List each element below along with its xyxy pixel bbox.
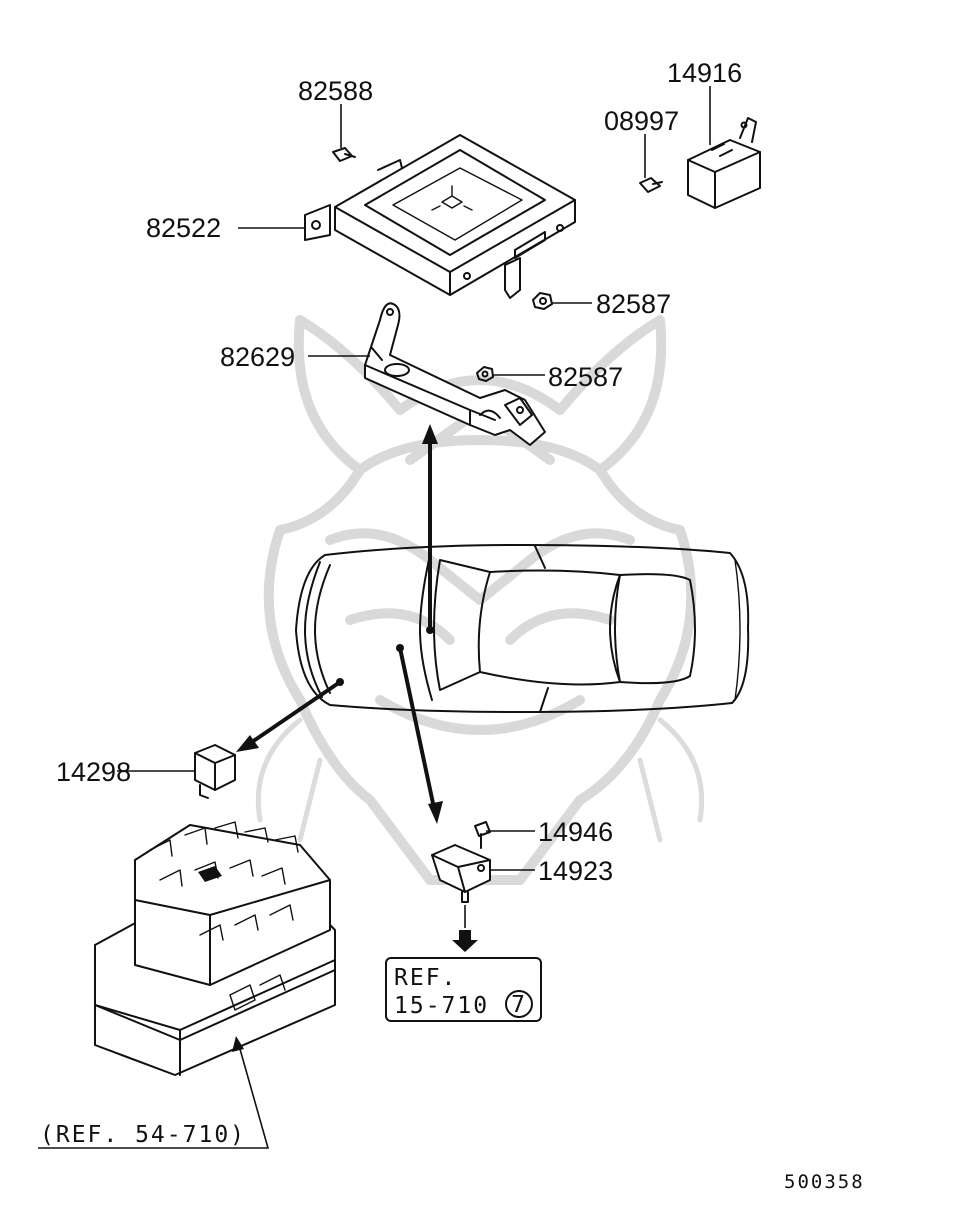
ref-box-circled-number: 7: [511, 992, 527, 1018]
indicator-arrows: [236, 424, 443, 824]
down-arrow-icon: [452, 930, 478, 952]
sensor-14923: [431, 844, 491, 928]
label-82588: 82588: [298, 76, 373, 106]
label-14946: 14946: [538, 817, 613, 847]
ref-box-line1: REF.: [394, 965, 457, 991]
leader-lines: [117, 86, 711, 871]
label-82522: 82522: [146, 213, 221, 243]
fuse-box: [94, 821, 336, 1076]
relay-14298: [194, 744, 236, 799]
label-14923: 14923: [538, 856, 613, 886]
label-08997: 08997: [604, 106, 679, 136]
fusebox-ref-label: (REF. 54-710): [40, 1122, 246, 1148]
label-82587-upper: 82587: [596, 289, 671, 319]
car-outline: [295, 544, 750, 713]
label-82587-lower: 82587: [548, 362, 623, 392]
ref-box-line2: 15-710: [394, 993, 489, 1019]
screw-08997-icon: [639, 177, 663, 193]
nut-82587-lower-icon: [476, 366, 494, 382]
label-14298: 14298: [56, 757, 131, 787]
label-82629: 82629: [220, 342, 295, 372]
screw-82588-icon: [332, 147, 356, 162]
ecu-unit: [304, 134, 576, 299]
label-14916: 14916: [667, 58, 742, 88]
ref-box-15-710: REF. 15-710 7: [385, 957, 542, 1022]
nut-82587-upper-icon: [532, 292, 553, 310]
fusebox-ref-leader: [38, 1036, 270, 1149]
diagram-code: 500358: [784, 1171, 865, 1193]
relay-14916: [687, 117, 761, 209]
bolt-14946-icon: [474, 821, 491, 849]
bracket-82629: [364, 302, 546, 446]
